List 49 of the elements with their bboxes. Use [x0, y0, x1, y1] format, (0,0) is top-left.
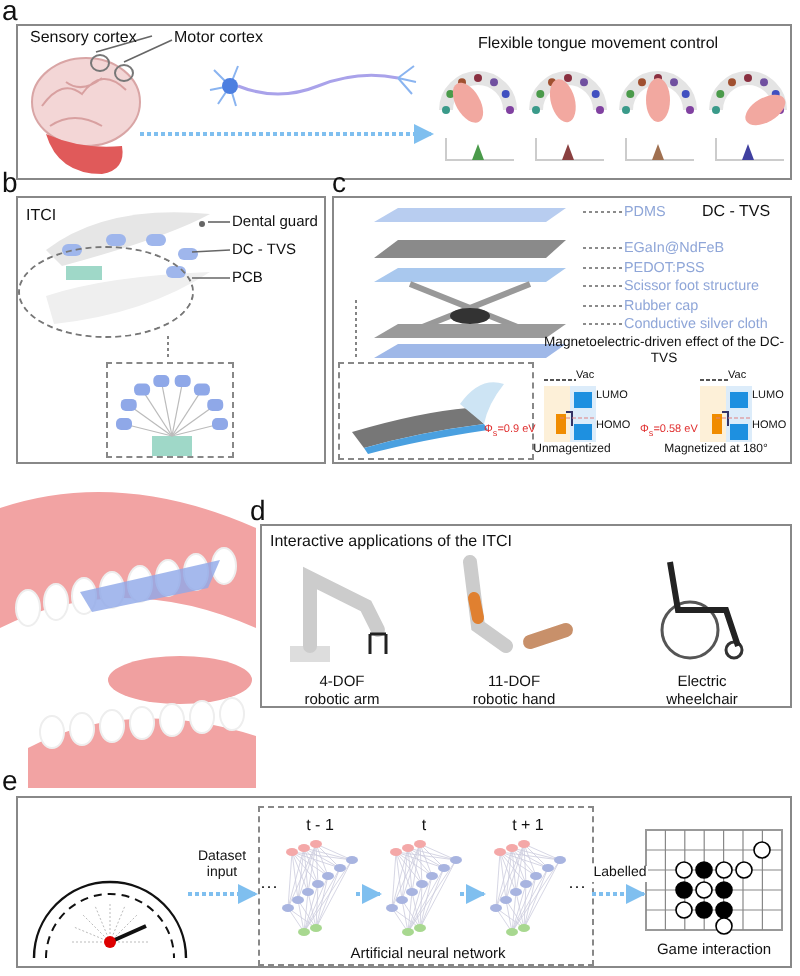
- panel-heading: DC - TVS: [702, 202, 773, 221]
- part-label: Sensory cortex: [30, 28, 137, 47]
- highlight-circle: [90, 54, 110, 72]
- ellipsis-mark: ···: [260, 876, 280, 897]
- connector-line: [167, 335, 169, 361]
- leader-line: [579, 323, 623, 325]
- panel-letter: a: [2, 0, 20, 27]
- arrow: [140, 124, 434, 144]
- panel-letter: c: [332, 166, 348, 199]
- arrow: [188, 884, 258, 904]
- dashed-ellipse: [18, 246, 194, 338]
- picture-caption: t - 1: [304, 816, 336, 835]
- leader-line: [579, 211, 623, 213]
- leader-line: [95, 35, 153, 53]
- leader-line: [579, 285, 623, 287]
- leader-line: [579, 267, 623, 269]
- panel-heading: Interactive applications of the ITCI: [270, 532, 514, 551]
- neural-network-drawing: [280, 840, 360, 940]
- panel-letter: d: [250, 494, 268, 527]
- connector-line: [355, 299, 357, 361]
- ellipsis-mark: ···: [568, 876, 588, 897]
- highlight-circle: [114, 64, 134, 82]
- picture-caption: t: [419, 816, 429, 835]
- picture-caption: t + 1: [510, 816, 546, 835]
- arrow: [356, 884, 382, 904]
- leader-line: [579, 305, 623, 307]
- dashed-group-box: [258, 806, 594, 966]
- panel-frame: [332, 196, 792, 464]
- game-board-drawing: [646, 830, 782, 930]
- leader-line: [191, 277, 231, 279]
- leader-line: [191, 249, 231, 253]
- leader-line: [123, 39, 173, 63]
- leader-line: [579, 247, 623, 249]
- panel-letter: b: [2, 166, 20, 199]
- panel-frame: [16, 24, 792, 180]
- arrow: [592, 884, 646, 904]
- inset-box: [338, 362, 534, 460]
- panel-frame: [16, 196, 326, 464]
- arrow: [460, 884, 486, 904]
- panel-frame: [16, 796, 792, 968]
- neural-network-drawing: [488, 840, 568, 940]
- inset-box: [106, 362, 234, 458]
- neural-network-drawing: [384, 840, 464, 940]
- panel-letter: e: [2, 764, 20, 797]
- panel-heading: Flexible tongue movement control: [478, 34, 721, 53]
- part-label: Motor cortex: [174, 28, 263, 47]
- panel-heading: ITCI: [26, 206, 59, 225]
- leader-line: [207, 221, 231, 223]
- panel-frame: [260, 524, 792, 708]
